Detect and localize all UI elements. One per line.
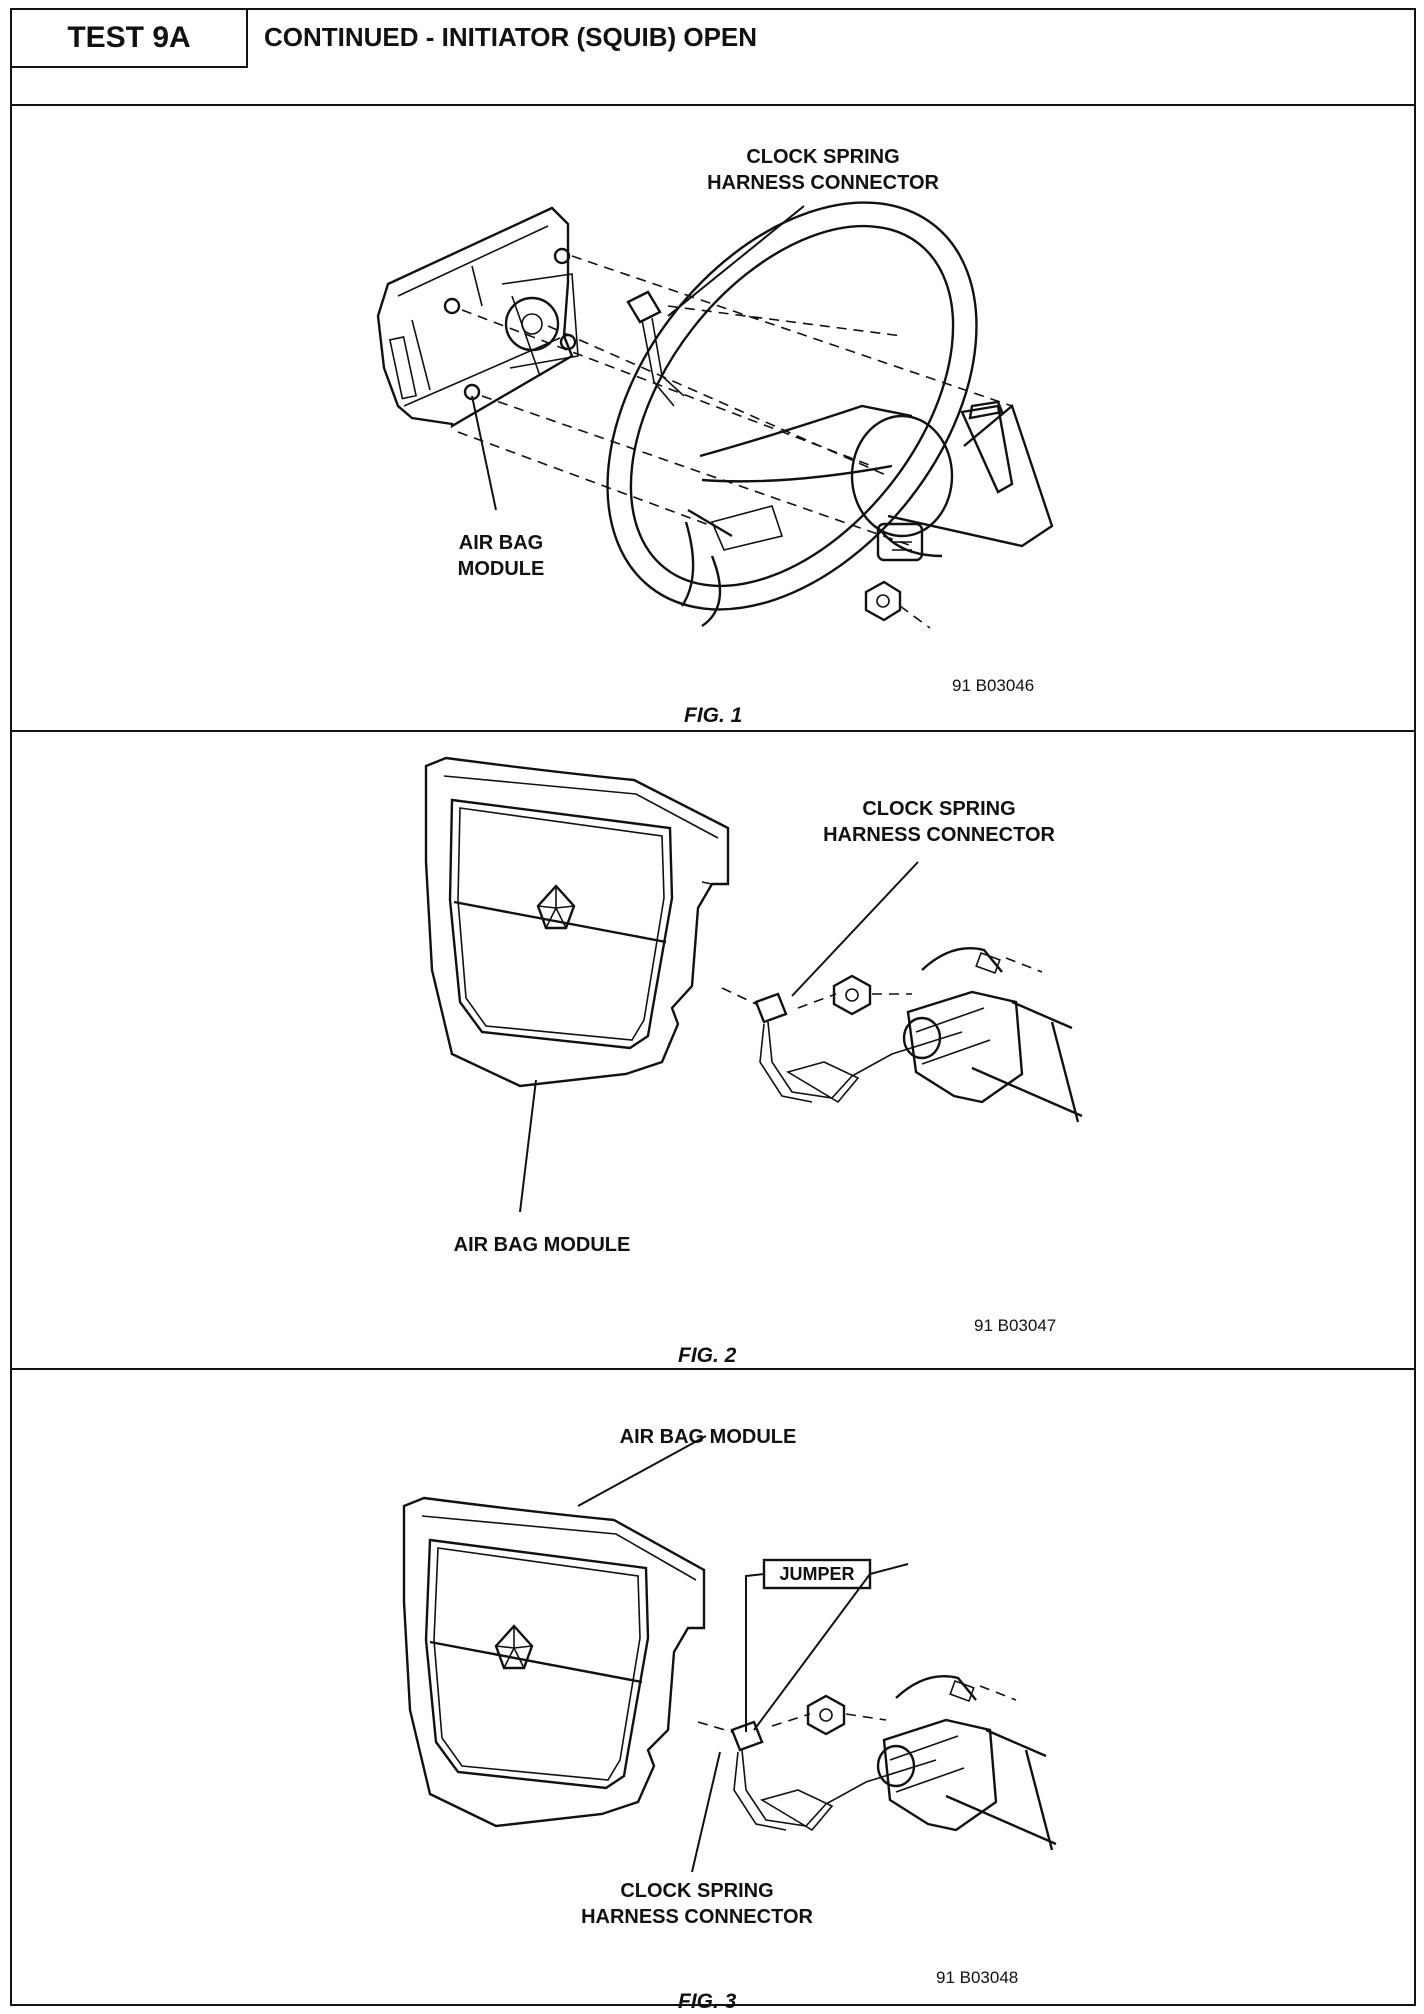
test-id: TEST 9A [67,21,191,54]
figure-1-caption: FIG. 1 [684,704,743,727]
figure-3-caption: FIG. 3 [678,1990,737,2013]
air-bag-module-label: AIR BAG MODULE [457,532,545,580]
steering-wheel-exploded-illustration [376,201,1054,629]
air-bag-module-label: AIR BAG MODULE [453,1234,631,1256]
figure-2-code: 91 B03047 [974,1316,1057,1335]
clock-spring-connector-label: CLOCK SPRING HARNESS CONNECTOR [581,1880,813,1928]
figure-2-panel: CLOCK SPRING HARNESS CONNECTOR AIR BAG M… [12,732,1414,1370]
jumper-label: JUMPER [779,1564,855,1584]
figure-2-caption: FIG. 2 [678,1344,737,1367]
test-id-box: TEST 9A [12,10,248,68]
clock-spring-connector-label: CLOCK SPRING HARNESS CONNECTOR [707,146,939,194]
test-title: CONTINUED - INITIATOR (SQUIB) OPEN [264,22,758,52]
figure-1-code: 91 B03046 [952,676,1035,695]
figure-3-code: 91 B03048 [936,1968,1019,1987]
air-bag-module-removal-illustration [424,756,1083,1213]
service-manual-page: TEST 9A CONTINUED - INITIATOR (SQUIB) OP… [10,8,1416,2013]
figure-1-panel: CLOCK SPRING HARNESS CONNECTOR AIR BAG M… [12,106,1414,732]
air-bag-module-label: AIR BAG MODULE [619,1426,797,1448]
figure-3-panel: AIR BAG MODULE JUMPER CLOCK SPRING HARNE… [12,1370,1414,2013]
jumper-connection-illustration [402,1435,1057,1873]
test-header: TEST 9A CONTINUED - INITIATOR (SQUIB) OP… [12,10,1414,106]
clock-spring-connector-label: CLOCK SPRING HARNESS CONNECTOR [823,798,1055,846]
